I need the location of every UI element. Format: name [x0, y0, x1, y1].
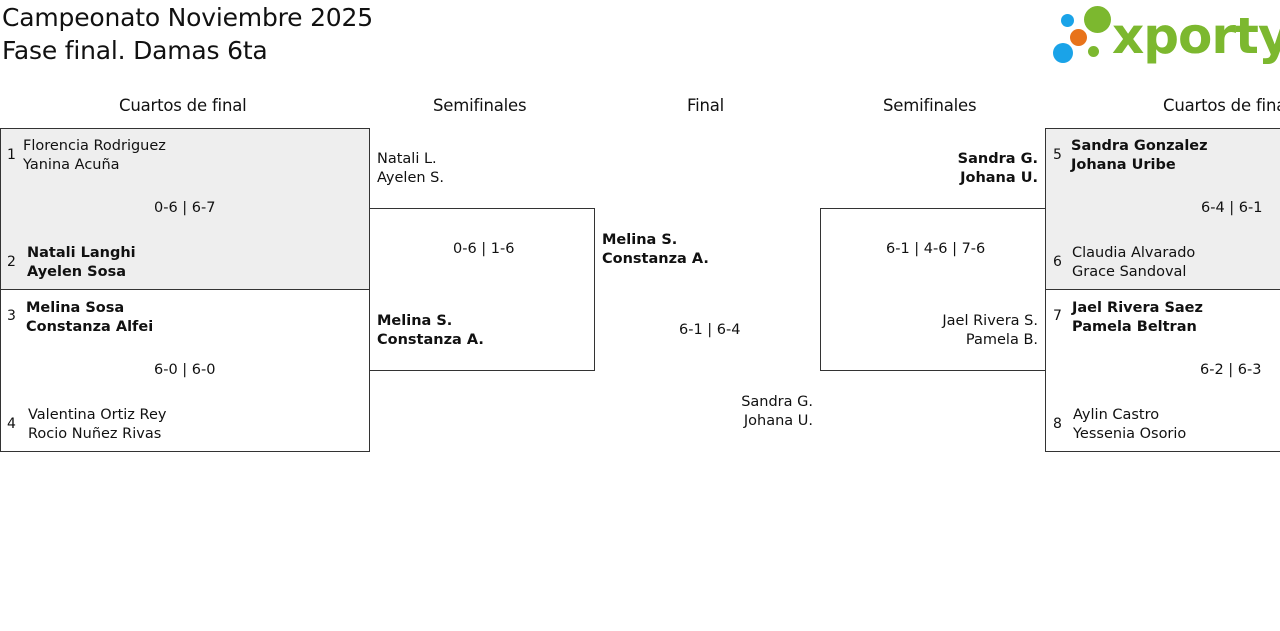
- player-name: Ayelen S.: [377, 170, 444, 186]
- match-score: 0-6 | 6-7: [154, 200, 216, 216]
- round-header-left-quarters: Cuartos de final: [119, 96, 247, 115]
- match-box-right-qf-2[interactable]: [1045, 289, 1280, 452]
- seed-number: 4: [7, 416, 16, 432]
- player-name: Sandra G.: [957, 151, 1038, 167]
- player-name: Johana Uribe: [1071, 157, 1176, 173]
- player-name: Constanza A.: [602, 251, 709, 267]
- player-name: Grace Sandoval: [1072, 264, 1187, 280]
- round-header-right-semis: Semifinales: [883, 96, 977, 115]
- player-name: Pamela Beltran: [1072, 319, 1197, 335]
- team-entry-winner[interactable]: Jael Rivera Saez Pamela Beltran: [1072, 299, 1203, 337]
- player-name: Melina S.: [602, 232, 678, 248]
- team-entry[interactable]: Natali L. Ayelen S.: [377, 150, 444, 188]
- round-header-final: Final: [687, 96, 725, 115]
- team-entry-winner[interactable]: Melina Sosa Constanza Alfei: [26, 299, 153, 337]
- round-header-left-semis: Semifinales: [433, 96, 527, 115]
- seed-number: 7: [1053, 308, 1062, 324]
- player-name: Ayelen Sosa: [27, 264, 126, 280]
- match-score: 6-0 | 6-0: [154, 362, 216, 378]
- logo-dot-blue-small: [1061, 14, 1074, 27]
- team-entry[interactable]: Sandra G. Johana U.: [741, 393, 813, 431]
- player-name: Natali Langhi: [27, 245, 136, 261]
- logo-text: xporty: [1112, 7, 1280, 65]
- team-entry-winner[interactable]: Natali Langhi Ayelen Sosa: [27, 244, 136, 282]
- player-name: Sandra Gonzalez: [1071, 138, 1208, 154]
- player-name: Yessenia Osorio: [1073, 426, 1187, 442]
- match-box-left-semi[interactable]: [369, 208, 595, 371]
- team-entry[interactable]: Aylin Castro Yessenia Osorio: [1073, 406, 1186, 444]
- player-name: Florencia Rodriguez: [23, 138, 166, 154]
- logo-dot-blue-large: [1053, 43, 1073, 63]
- player-name: Jael Rivera Saez: [1072, 300, 1203, 316]
- page-subtitle: Fase final. Damas 6ta: [2, 36, 268, 65]
- player-name: Pamela B.: [965, 332, 1038, 348]
- player-name: Claudia Alvarado: [1072, 245, 1196, 261]
- team-entry-winner[interactable]: Melina S. Constanza A.: [377, 312, 484, 350]
- player-name: Constanza A.: [377, 332, 484, 348]
- player-name: Rocio Nuñez Rivas: [28, 426, 162, 442]
- logo-dot-orange: [1070, 29, 1087, 46]
- team-entry[interactable]: Valentina Ortiz Rey Rocio Nuñez Rivas: [28, 406, 166, 444]
- player-name: Sandra G.: [741, 394, 813, 410]
- page-title: Campeonato Noviembre 2025: [2, 3, 373, 32]
- player-name: Johana U.: [960, 170, 1038, 186]
- player-name: Melina Sosa: [26, 300, 125, 316]
- seed-number: 5: [1053, 147, 1062, 163]
- match-box-right-qf-1[interactable]: [1045, 128, 1280, 290]
- team-entry[interactable]: Claudia Alvarado Grace Sandoval: [1072, 244, 1195, 282]
- player-name: Jael Rivera S.: [942, 313, 1038, 329]
- player-name: Yanina Acuña: [23, 157, 120, 173]
- player-name: Melina S.: [377, 313, 453, 329]
- team-entry-winner[interactable]: Melina S. Constanza A.: [602, 231, 709, 269]
- player-name: Aylin Castro: [1073, 407, 1160, 423]
- seed-number: 3: [7, 308, 16, 324]
- player-name: Johana U.: [743, 413, 813, 429]
- team-entry[interactable]: Jael Rivera S. Pamela B.: [942, 312, 1038, 350]
- match-score: 6-1 | 4-6 | 7-6: [886, 241, 986, 257]
- player-name: Valentina Ortiz Rey: [28, 407, 167, 423]
- final-score: 6-1 | 6-4: [679, 322, 741, 338]
- round-header-right-quarters: Cuartos de final: [1163, 96, 1280, 115]
- player-name: Natali L.: [377, 151, 437, 167]
- team-entry[interactable]: Florencia Rodriguez Yanina Acuña: [23, 137, 166, 175]
- seed-number: 2: [7, 254, 16, 270]
- team-entry-winner[interactable]: Sandra G. Johana U.: [958, 150, 1038, 188]
- logo-dot-green-large: [1084, 6, 1111, 33]
- seed-number: 1: [7, 147, 16, 163]
- match-score: 0-6 | 1-6: [453, 241, 515, 257]
- player-name: Constanza Alfei: [26, 319, 154, 335]
- match-score: 6-2 | 6-3: [1200, 362, 1262, 378]
- logo-dot-green-small: [1088, 46, 1099, 57]
- match-score: 6-4 | 6-1: [1201, 200, 1263, 216]
- seed-number: 6: [1053, 254, 1062, 270]
- seed-number: 8: [1053, 416, 1062, 432]
- match-box-left-qf-1[interactable]: [0, 128, 370, 290]
- team-entry-winner[interactable]: Sandra Gonzalez Johana Uribe: [1071, 137, 1208, 175]
